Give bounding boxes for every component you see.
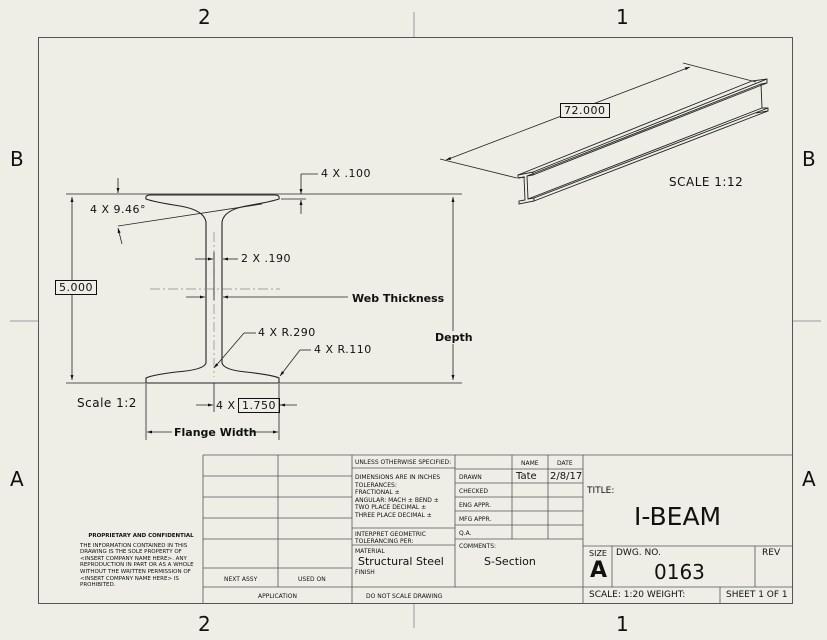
proprietary-title: PROPRIETARY AND CONFIDENTIAL — [88, 533, 194, 539]
flange-thickness-dim — [281, 173, 318, 214]
dwg-no-value: 0163 — [654, 560, 705, 584]
proprietary-line: WITHOUT THE WRITTEN PERMISSION OF — [80, 568, 191, 575]
finish-value: S-Section — [484, 555, 536, 568]
drawn-name: Tate — [516, 471, 537, 482]
interpret-line: INTERPRET GEOMETRIC — [355, 531, 426, 538]
unless-specified-label: UNLESS OTHERWISE SPECIFIED: — [355, 459, 452, 466]
tolerance-line: TWO PLACE DECIMAL ± — [355, 504, 427, 511]
flange-width-dim — [145, 384, 278, 440]
tolerance-line: ANGULAR: MACH ± BEND ± — [355, 496, 439, 504]
proprietary-line: PROHIBITED. — [80, 582, 116, 589]
web-thickness-label: Web Thickness — [352, 292, 445, 305]
drawing-title: I-BEAM — [634, 502, 722, 531]
drawn-date: 2/8/17 — [550, 471, 583, 482]
zone-label-right-a: A — [802, 467, 816, 491]
finish-label: FINISH — [355, 569, 375, 576]
zone-label-bottom-1: 1 — [616, 612, 629, 636]
fillet-radius-leader — [213, 332, 256, 369]
next-assy-label: NEXT ASSY — [224, 576, 258, 583]
flange-thickness-label: 4 X .100 — [321, 167, 372, 180]
iso-length-label: 72.000 — [560, 103, 610, 118]
tolerance-line: DIMENSIONS ARE IN INCHES — [355, 474, 441, 481]
sheet-label: SHEET 1 OF 1 — [726, 590, 788, 600]
material-value: Structural Steel — [358, 555, 444, 568]
interpret-line: TOLERANCING PER: — [355, 538, 414, 545]
proprietary-line: THE INFORMATION CONTAINED IN THIS — [80, 542, 188, 549]
tolerance-line: FRACTIONAL ± — [355, 489, 400, 496]
checked-label: CHECKED — [459, 488, 489, 495]
zone-label-top-2: 2 — [198, 5, 211, 29]
rev-label: REV — [762, 548, 781, 558]
zone-label-top-1: 1 — [616, 5, 629, 29]
depth-label: Depth — [433, 331, 475, 344]
web-half-label: 2 X .190 — [241, 252, 292, 265]
application-label: APPLICATION — [258, 593, 297, 600]
half-flange-value: 1.750 — [238, 398, 280, 413]
edge-radius-leader — [279, 349, 311, 377]
tolerance-line: THREE PLACE DECIMAL ± — [355, 511, 432, 519]
title-block-grid — [202, 454, 792, 603]
interpret-notes: INTERPRET GEOMETRIC TOLERANCING PER: — [355, 531, 426, 545]
flange-angle-dim — [116, 178, 263, 245]
web-half-dim — [195, 252, 238, 300]
tolerance-line: TOLERANCES: — [355, 481, 397, 489]
qa-label: Q.A. — [459, 530, 472, 537]
tolerance-notes: DIMENSIONS ARE IN INCHES TOLERANCES: FRA… — [355, 474, 440, 519]
do-not-scale-label: DO NOT SCALE DRAWING — [366, 593, 443, 600]
zone-label-bottom-2: 2 — [198, 612, 211, 636]
half-flange-prefix: 4 X — [216, 399, 236, 412]
comments-label: COMMENTS: — [459, 543, 497, 550]
zone-label-left-b: B — [10, 147, 24, 171]
drawn-label: DRAWN — [459, 474, 482, 481]
proprietary-line: <INSERT COMPANY NAME HERE>. ANY — [80, 555, 187, 562]
size-value: A — [590, 558, 608, 583]
depth-value-label: 5.000 — [55, 280, 97, 295]
proprietary-line: <INSERT COMPANY NAME HERE> IS — [80, 575, 179, 582]
dwg-no-label: DWG. NO. — [616, 548, 661, 558]
scale-weight-label: SCALE: 1:20 WEIGHT: — [589, 590, 686, 600]
proprietary-line: REPRODUCTION IN PART OR AS A WHOLE — [80, 562, 194, 569]
zone-label-left-a: A — [10, 467, 24, 491]
material-label: MATERIAL — [355, 548, 385, 555]
eng-appr-label: ENG APPR. — [459, 502, 492, 509]
name-header: NAME — [521, 460, 539, 467]
depth-extension-lines — [66, 193, 462, 384]
drawing-border — [38, 37, 793, 604]
size-label: SIZE — [589, 549, 607, 558]
flange-width-label: Flange Width — [174, 426, 257, 439]
title-label: TITLE: — [587, 486, 615, 496]
section-scale-label: Scale 1:2 — [77, 396, 137, 410]
zone-ticks — [10, 12, 821, 628]
proprietary-line: DRAWING IS THE SOLE PROPERTY OF — [80, 549, 182, 556]
edge-radius-label: 4 X R.110 — [314, 343, 372, 356]
fillet-radius-label: 4 X R.290 — [258, 326, 316, 339]
iso-length-dim — [439, 62, 757, 179]
mfg-appr-label: MFG APPR. — [459, 516, 492, 523]
used-on-label: USED ON — [298, 576, 326, 583]
proprietary-notice: PROPRIETARY AND CONFIDENTIAL THE INFORMA… — [80, 533, 202, 589]
iso-scale-label: SCALE 1:12 — [669, 175, 744, 189]
zone-label-right-b: B — [802, 147, 816, 171]
flange-angle-label: 4 X 9.46° — [90, 203, 147, 216]
date-header: DATE — [557, 460, 573, 467]
